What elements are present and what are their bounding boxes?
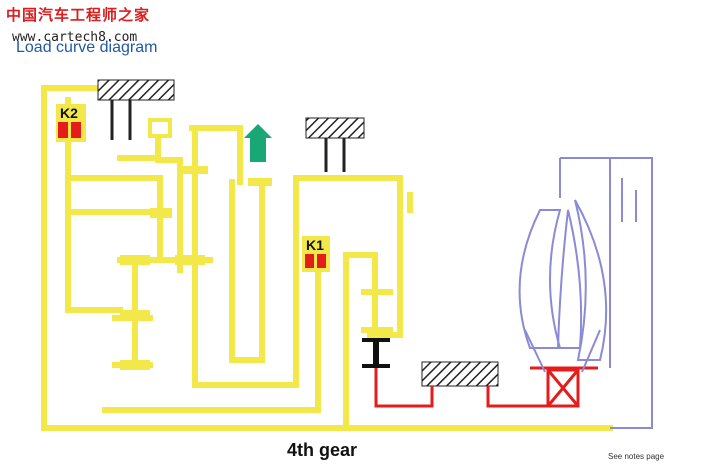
gear-caption: 4th gear bbox=[287, 440, 358, 460]
gear-teeth bbox=[120, 166, 272, 370]
footer-note: See notes page bbox=[608, 452, 665, 461]
diagram-title: Load curve diagram bbox=[16, 39, 158, 56]
brake-housing-bottom bbox=[421, 361, 499, 387]
torque-converter bbox=[518, 157, 653, 429]
watermark-site-name: 中国汽车工程师之家 bbox=[6, 6, 151, 24]
clutch-k1-label: K1 bbox=[306, 237, 324, 253]
output-path bbox=[374, 366, 598, 408]
watermark-url: www.cartech8.com bbox=[12, 30, 138, 45]
freewheel-element bbox=[362, 338, 390, 368]
up-arrow-icon bbox=[244, 124, 272, 162]
clutch-k2-label: K2 bbox=[60, 105, 78, 121]
clutch-k2: K2 bbox=[56, 104, 86, 142]
brake-housing-middle bbox=[305, 117, 365, 172]
clutch-k1: K1 bbox=[302, 236, 330, 272]
brake-housing-left bbox=[97, 79, 175, 140]
